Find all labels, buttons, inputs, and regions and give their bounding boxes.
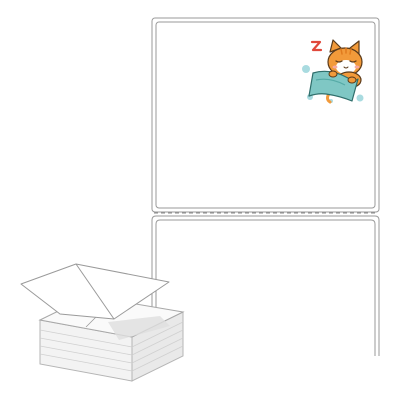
cat-paw [328,70,338,78]
upper-label-outer [151,17,380,213]
lower-label [151,215,380,356]
cat-mouth [343,66,349,69]
cat-eye-left [335,60,343,63]
cat-blanket-fold [315,78,346,86]
raised-flap-perforation [75,263,115,320]
zzz-mark [310,40,323,52]
cat-cheek [354,65,360,69]
cat-stripes [340,47,352,55]
cat-paw [347,76,357,84]
fanfold-stack-icon [20,263,185,382]
cat-cheek [332,65,338,69]
bubble-icon [302,65,310,73]
lower-label-inner [155,219,376,356]
stack-edge-lines [39,321,184,372]
lower-label-outer [151,215,380,356]
bubble-icon [356,94,364,102]
stack-shadow [108,316,170,340]
cat-face-patch [336,60,356,74]
upper-label [151,17,380,213]
upper-label-inner [155,21,376,209]
cat-eye-right [349,60,357,63]
sleeping-cat-illustration [302,39,364,104]
